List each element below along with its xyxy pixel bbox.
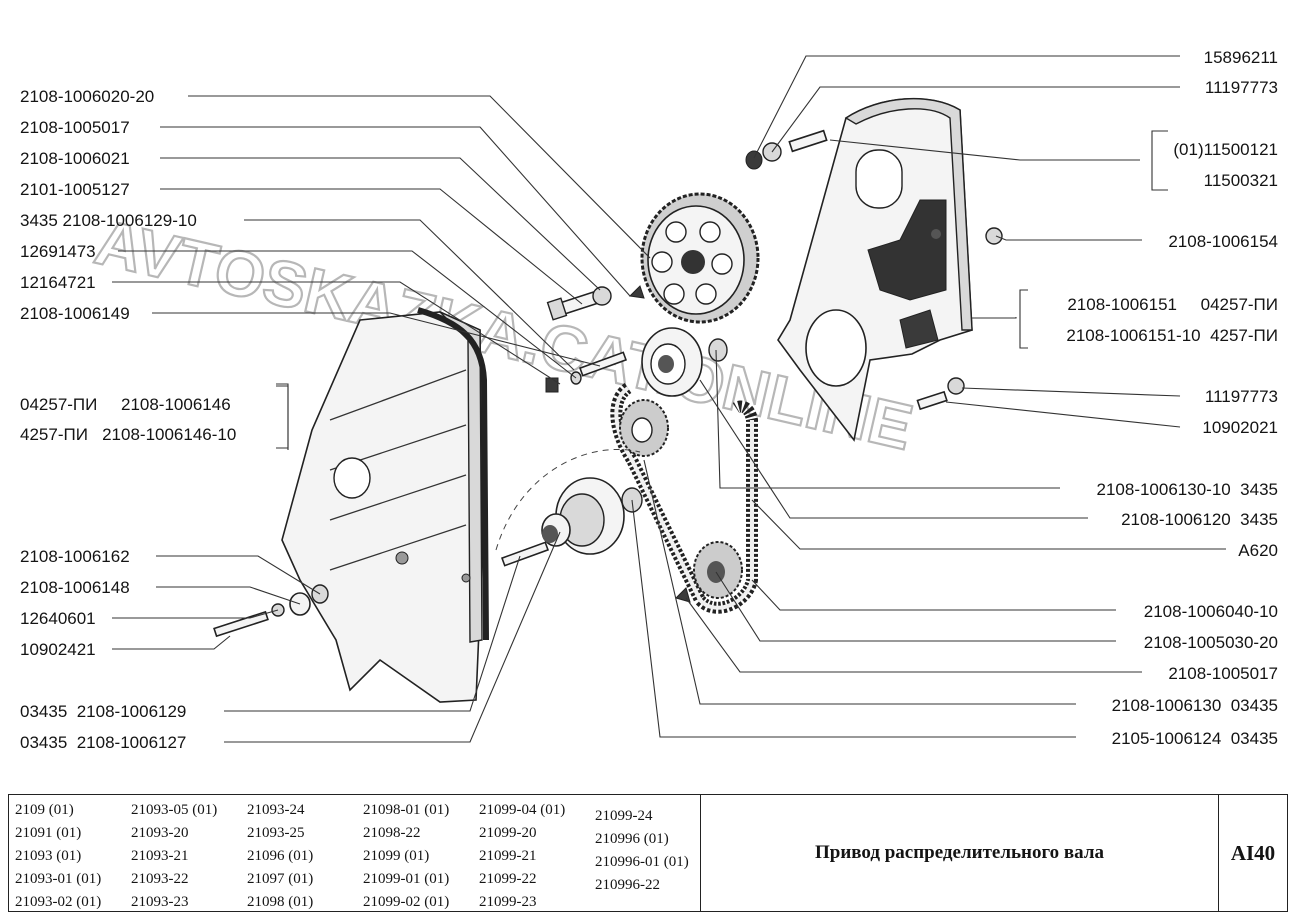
stud-and-nut bbox=[545, 351, 628, 393]
label-left-9: 04257-ПИ 2108-1006146 bbox=[20, 395, 231, 414]
model-item: 21093-22 bbox=[131, 871, 189, 887]
label-left-16: 03435 2108-1006127 bbox=[20, 733, 186, 752]
timing-belt bbox=[610, 383, 758, 614]
label-left-14: 10902421 bbox=[20, 640, 96, 659]
page-title: Привод распределительного вала bbox=[815, 842, 1104, 863]
model-item: 21091 (01) bbox=[15, 825, 82, 841]
label-left-1: 2108-1006020-20 bbox=[20, 87, 154, 106]
title-block: 2109 (01) 21091 (01) 21093 (01) 21093-01… bbox=[8, 794, 1288, 912]
crankshaft-sprocket bbox=[619, 399, 669, 457]
label-right-12: A620 bbox=[1238, 541, 1278, 560]
model-item: 21099-22 bbox=[479, 871, 537, 887]
model-column-5: 21099-04 (01) 21099-20 21099-21 21099-22… bbox=[479, 799, 565, 914]
model-item: 210996-01 (01) bbox=[595, 854, 689, 870]
label-right-8: 11197773 bbox=[1205, 387, 1278, 406]
key-top bbox=[628, 285, 645, 299]
model-item: 21099-04 (01) bbox=[479, 802, 566, 818]
model-item: 210996-22 bbox=[595, 877, 660, 893]
page-code: АI40 bbox=[1230, 840, 1276, 865]
model-item: 21099-24 bbox=[595, 808, 653, 824]
model-item: 21099-02 (01) bbox=[363, 894, 450, 910]
model-item: 21096 (01) bbox=[247, 848, 314, 864]
code-cell: АI40 bbox=[1219, 795, 1287, 911]
model-item: 21098-01 (01) bbox=[363, 802, 450, 818]
model-item: 21093-21 bbox=[131, 848, 189, 864]
label-left-4: 2101-1005127 bbox=[20, 180, 130, 199]
model-item: 21093-05 (01) bbox=[131, 802, 218, 818]
label-left-11: 2108-1006162 bbox=[20, 547, 130, 566]
model-item: 21093-01 (01) bbox=[15, 871, 102, 887]
label-left-7: 12164721 bbox=[20, 273, 96, 292]
label-right-14: 2108-1005030-20 bbox=[1144, 633, 1278, 652]
label-right-10: 2108-1006130-10 3435 bbox=[1097, 480, 1279, 499]
model-item: 21093-24 bbox=[247, 802, 305, 818]
label-right-15: 2108-1005017 bbox=[1168, 664, 1278, 683]
model-item: 2109 (01) bbox=[15, 802, 74, 818]
model-item: 21098 (01) bbox=[247, 894, 314, 910]
label-right-13: 2108-1006040-10 bbox=[1144, 602, 1278, 621]
label-right-4: 11500321 bbox=[1204, 171, 1278, 190]
model-item: 21097 (01) bbox=[247, 871, 314, 887]
model-item: 21099-20 bbox=[479, 825, 537, 841]
model-column-6: 21099-24 210996 (01) 210996-01 (01) 2109… bbox=[595, 805, 689, 897]
model-item: 21098-22 bbox=[363, 825, 421, 841]
exploded-diagram: AVTOSKAZKA.CAT.ONLINE bbox=[20, 48, 1279, 752]
camshaft-sprocket bbox=[640, 192, 760, 324]
label-left-8: 2108-1006149 bbox=[20, 304, 130, 323]
belt-edge bbox=[417, 307, 489, 641]
leaders-right bbox=[276, 55, 1226, 738]
label-left-15: 03435 2108-1006129 bbox=[20, 702, 186, 721]
leaders-left bbox=[112, 95, 651, 743]
label-right-16: 2108-1006130 03435 bbox=[1112, 696, 1278, 715]
label-right-2: 11197773 bbox=[1205, 78, 1278, 97]
label-left-5: 3435 2108-1006129-10 bbox=[20, 211, 197, 230]
model-list: 2109 (01) 21091 (01) 21093 (01) 21093-01… bbox=[9, 795, 701, 911]
model-column-4: 21098-01 (01) 21098-22 21099 (01) 21099-… bbox=[363, 799, 449, 914]
label-left-10: 4257-ПИ 2108-1006146-10 bbox=[20, 425, 236, 444]
label-right-6: 2108-1006151 04257-ПИ bbox=[1067, 295, 1278, 314]
model-item: 21093-02 (01) bbox=[15, 894, 102, 910]
idler-pulley bbox=[495, 448, 643, 567]
model-column-3: 21093-24 21093-25 21096 (01) 21097 (01) … bbox=[247, 799, 313, 914]
rear-timing-cover bbox=[777, 97, 973, 442]
label-right-17: 2105-1006124 03435 bbox=[1112, 729, 1278, 748]
tensioner-roller bbox=[641, 327, 728, 397]
label-right-3: (01)11500121 bbox=[1173, 140, 1278, 159]
label-left-6: 12691473 bbox=[20, 242, 96, 261]
label-left-12: 2108-1006148 bbox=[20, 578, 130, 597]
model-item: 21093-23 bbox=[131, 894, 189, 910]
label-right-11: 2108-1006120 3435 bbox=[1121, 510, 1278, 529]
model-item: 21093-25 bbox=[247, 825, 305, 841]
model-item: 21099-23 bbox=[479, 894, 537, 910]
model-item: 21093 (01) bbox=[15, 848, 82, 864]
label-left-2: 2108-1005017 bbox=[20, 118, 130, 137]
label-left-3: 2108-1006021 bbox=[20, 149, 130, 168]
model-item: 21099-01 (01) bbox=[363, 871, 450, 887]
pump-sprocket bbox=[693, 541, 743, 599]
label-right-9: 10902021 bbox=[1202, 418, 1278, 437]
model-column-1: 2109 (01) 21091 (01) 21093 (01) 21093-01… bbox=[15, 799, 101, 914]
label-left-13: 12640601 bbox=[20, 609, 96, 628]
label-right-5: 2108-1006154 bbox=[1168, 232, 1278, 251]
model-item: 21093-20 bbox=[131, 825, 189, 841]
front-timing-cover bbox=[281, 311, 483, 703]
model-item: 210996 (01) bbox=[595, 831, 669, 847]
title-cell: Привод распределительного вала bbox=[701, 795, 1219, 911]
model-column-2: 21093-05 (01) 21093-20 21093-21 21093-22… bbox=[131, 799, 217, 914]
rear-cover-fasteners bbox=[745, 129, 1003, 411]
label-right-7: 2108-1006151-10 4257-ПИ bbox=[1066, 326, 1278, 345]
model-item: 21099 (01) bbox=[363, 848, 430, 864]
label-right-1: 15896211 bbox=[1204, 48, 1278, 67]
model-item: 21099-21 bbox=[479, 848, 537, 864]
